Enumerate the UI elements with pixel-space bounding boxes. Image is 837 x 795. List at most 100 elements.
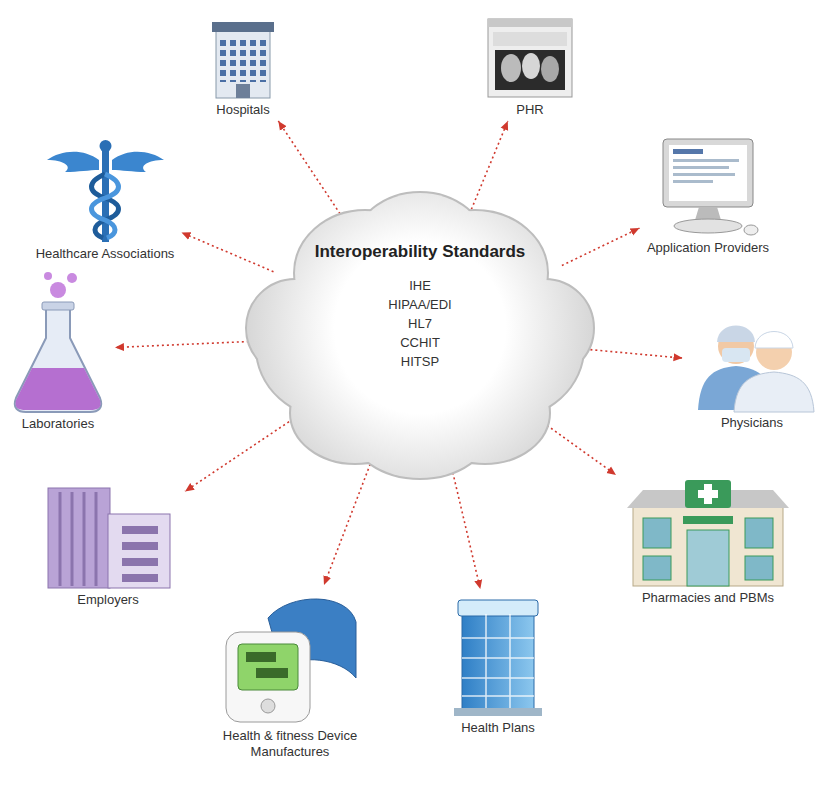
- icon-part: [522, 53, 540, 79]
- cloud-shape: [235, 178, 605, 490]
- icon-part: [541, 56, 559, 82]
- icon-part: [673, 180, 713, 183]
- icon-part: [226, 632, 310, 722]
- icon-part: [488, 19, 572, 27]
- icon-part: [246, 652, 276, 662]
- pharmacy-icon: [623, 476, 793, 588]
- icon-part: [42, 302, 74, 310]
- icon-part: [669, 145, 747, 201]
- icon-part: [745, 556, 773, 580]
- icon-part: [220, 38, 266, 82]
- dotted-arrow: [585, 349, 682, 358]
- cloud-text: Interoperability StandardsIHEHIPAA/EDIHL…: [235, 242, 605, 371]
- icon-part: [673, 159, 739, 162]
- icon-part: [44, 272, 52, 280]
- icon-part: [91, 174, 118, 238]
- stakeholder-label: PHR: [516, 102, 543, 118]
- label-row: Application Providers: [643, 238, 774, 256]
- stakeholder-label: Physicians: [721, 415, 783, 431]
- icon-part: [501, 54, 521, 82]
- icon-part: [734, 372, 814, 412]
- dotted-arrow: [471, 121, 507, 209]
- standard-name: IHE: [235, 276, 605, 295]
- icon-part: [256, 668, 288, 678]
- icon-part: [122, 526, 158, 534]
- label-row: PHR: [481, 100, 579, 118]
- icon-part: [673, 149, 703, 154]
- icon-part: [454, 708, 542, 716]
- dotted-arrow: [562, 228, 640, 265]
- dotted-arrow: [278, 121, 343, 218]
- stakeholder-label: Hospitals: [216, 102, 269, 118]
- icon-part: [673, 173, 735, 176]
- icon-part: [15, 308, 102, 412]
- icon-part: [458, 600, 538, 616]
- stakeholder-node: PHR: [481, 16, 579, 118]
- stakeholder-node: Pharmacies and PBMs: [619, 476, 797, 606]
- icon-part: [685, 480, 731, 508]
- stakeholder-label: Pharmacies and PBMs: [642, 590, 774, 606]
- stakeholder-node: Physicians: [686, 298, 819, 431]
- icon-part: [50, 282, 66, 298]
- dotted-arrow: [115, 341, 254, 347]
- icon-part: [112, 152, 164, 172]
- dotted-arrow: [543, 422, 616, 475]
- icon-part: [633, 506, 783, 586]
- standard-name: CCHIT: [235, 333, 605, 352]
- icon-part: [99, 140, 111, 152]
- icon-part: [247, 280, 343, 376]
- standards-cloud: Interoperability StandardsIHEHIPAA/EDIHL…: [235, 178, 605, 490]
- icon-part: [462, 614, 534, 714]
- icon-part: [122, 542, 158, 550]
- label-row: Hospitals: [204, 100, 282, 118]
- icon-part: [493, 32, 567, 46]
- icon-part: [674, 219, 742, 233]
- stakeholder-node: Healthcare Associations: [32, 138, 179, 262]
- icon-part: [15, 368, 100, 410]
- stakeholder-node: Hospitals: [204, 18, 282, 118]
- icon-part: [261, 699, 275, 713]
- icon-part: [687, 530, 729, 586]
- plans-icon: [448, 592, 548, 718]
- icon-part: [643, 518, 671, 548]
- icon-part: [60, 492, 96, 586]
- stakeholder-label: Laboratories: [22, 416, 94, 432]
- stakeholder-node: Laboratories: [4, 268, 112, 432]
- phr-icon: [485, 16, 575, 100]
- icon-part: [91, 174, 118, 238]
- icon-part: [698, 490, 718, 498]
- stakeholder-label: Health & fitness Device Manufactures: [210, 728, 370, 760]
- icon-part: [108, 514, 170, 588]
- icon-part: [755, 332, 793, 349]
- icon-part: [488, 19, 572, 97]
- icon-part: [497, 280, 593, 376]
- stakeholder-node: Employers: [34, 478, 182, 608]
- dotted-arrow: [451, 463, 481, 589]
- employers-icon: [38, 478, 178, 590]
- icon-part: [695, 207, 721, 220]
- icon-part: [238, 644, 298, 690]
- icon-part: [744, 225, 758, 235]
- icon-part: [48, 488, 110, 588]
- standard-name: HIPAA/EDI: [235, 295, 605, 314]
- icon-part: [495, 50, 565, 90]
- app-icon: [653, 134, 763, 238]
- icon-part: [717, 326, 755, 343]
- icon-part: [462, 614, 534, 708]
- label-row: Laboratories: [4, 414, 112, 432]
- icon-part: [350, 378, 490, 478]
- device-icon: [220, 588, 360, 726]
- stakeholder-label: Employers: [77, 592, 138, 608]
- stakeholder-label: Application Providers: [647, 240, 769, 256]
- icon-part: [683, 516, 733, 524]
- icon-part: [236, 84, 250, 98]
- assoc-icon: [43, 138, 168, 244]
- stakeholder-node: Health Plans: [444, 592, 552, 736]
- label-row: Health & fitness Device Manufactures: [206, 726, 374, 760]
- icon-part: [212, 22, 274, 32]
- dotted-arrow: [185, 419, 293, 492]
- icon-part: [722, 348, 750, 362]
- hospital-icon: [208, 18, 278, 100]
- physicians-icon: [690, 298, 815, 413]
